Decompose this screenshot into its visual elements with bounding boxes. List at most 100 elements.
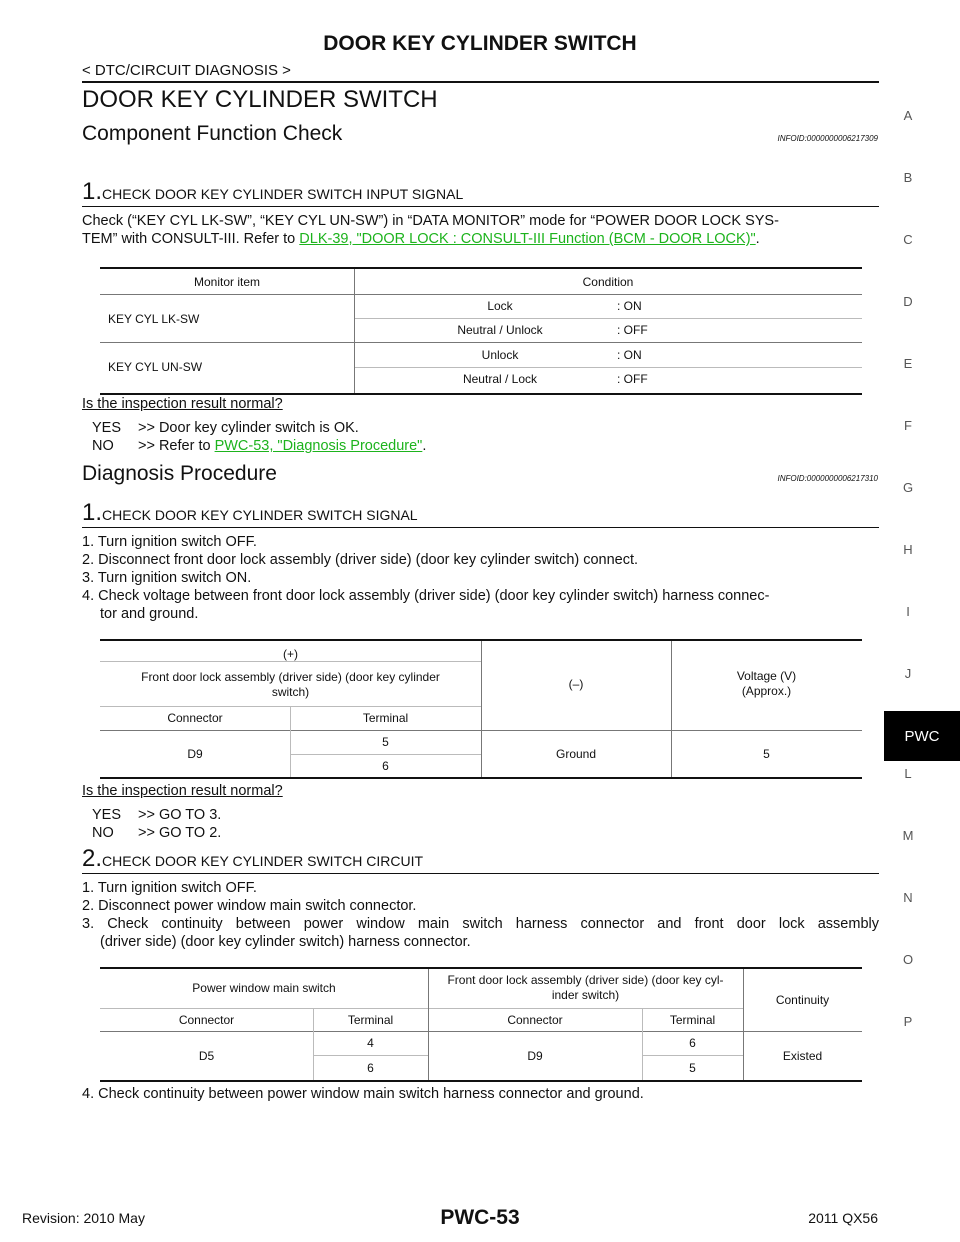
table-cell: KEY CYL UN-SW bbox=[108, 360, 203, 374]
table-rule bbox=[354, 269, 355, 393]
no-answer: NO >> GO TO 2. bbox=[92, 824, 221, 842]
table-header: Condition bbox=[582, 275, 634, 289]
answer-key: YES bbox=[92, 420, 122, 436]
page-header-title: DOOR KEY CYLINDER SWITCH bbox=[323, 32, 637, 55]
list-item: 2. Disconnect front door lock assembly (… bbox=[82, 552, 639, 568]
sidebar-letter-l[interactable]: L bbox=[904, 766, 912, 781]
table-cell: 6 bbox=[689, 1036, 696, 1050]
sidebar-letter-i[interactable]: I bbox=[906, 604, 910, 619]
footer-page-number: PWC-53 bbox=[440, 1206, 520, 1229]
header-line: Front door lock assembly (driver side) (… bbox=[447, 973, 724, 987]
sidebar-letter-c[interactable]: C bbox=[903, 232, 913, 247]
table-cell: : OFF bbox=[617, 323, 648, 337]
sidebar-letter-a[interactable]: A bbox=[903, 108, 913, 123]
list-item: 3. Check continuity between power window… bbox=[82, 916, 879, 932]
table-rule bbox=[743, 969, 744, 1080]
active-section-tab[interactable]: PWC bbox=[884, 711, 960, 761]
table-rule bbox=[100, 1080, 862, 1082]
list-item: 4. Check voltage between front door lock… bbox=[82, 588, 770, 604]
table-rule bbox=[642, 1008, 643, 1080]
table-header: Connector bbox=[178, 1013, 235, 1027]
table-header: Voltage (V) (Approx.) bbox=[671, 669, 862, 699]
table-rule bbox=[100, 342, 862, 343]
answer-key: YES bbox=[92, 807, 122, 823]
table-header: Terminal bbox=[362, 711, 409, 725]
answer-key: NO bbox=[92, 825, 114, 841]
table-cell: D5 bbox=[198, 1049, 215, 1063]
sidebar-letter-h[interactable]: H bbox=[903, 542, 913, 557]
footer-model: 2011 QX56 bbox=[808, 1210, 878, 1226]
sidebar-letter-d[interactable]: D bbox=[903, 294, 913, 309]
table-cell: Existed bbox=[782, 1049, 823, 1063]
sidebar-letter-e[interactable]: E bbox=[903, 356, 913, 371]
dp-infoid: INFOID:0000000006217310 bbox=[777, 474, 878, 483]
list-item: 1. Turn ignition switch OFF. bbox=[82, 880, 257, 896]
table-header: Connector bbox=[507, 1013, 563, 1027]
step-number: 2. bbox=[82, 845, 103, 872]
table-header: Terminal bbox=[669, 1013, 716, 1027]
table-cell: KEY CYL LK-SW bbox=[108, 312, 200, 326]
cfc-step1-text: Check (“KEY CYL LK-SW”, “KEY CYL UN-SW”)… bbox=[82, 212, 879, 248]
list-item: 2. Disconnect power window main switch c… bbox=[82, 898, 417, 914]
dp-step1-list: 1. Turn ignition switch OFF. 2. Disconne… bbox=[82, 533, 879, 623]
step-number: 1. bbox=[82, 178, 103, 205]
list-item: (driver side) (door key cylinder switch)… bbox=[100, 934, 471, 950]
cfc-step1-title: 1.CHECK DOOR KEY CYLINDER SWITCH INPUT S… bbox=[82, 178, 463, 206]
table-cell: 5 bbox=[689, 1061, 696, 1075]
table-header: (–) bbox=[568, 677, 584, 691]
answer-text: >> GO TO 2. bbox=[138, 825, 222, 841]
table-cell: 6 bbox=[367, 1061, 374, 1075]
no-answer: NO>> Refer to PWC-53, "Diagnosis Procedu… bbox=[92, 437, 426, 455]
cfc-infoid: INFOID:0000000006217309 bbox=[777, 134, 878, 143]
table-rule bbox=[100, 267, 862, 269]
table-rule bbox=[354, 318, 862, 319]
step-rule bbox=[82, 527, 879, 528]
table-cell: Unlock bbox=[481, 348, 519, 362]
header-line: inder switch) bbox=[551, 988, 620, 1002]
table-header: Power window main switch bbox=[192, 981, 336, 995]
step-number: 1. bbox=[82, 499, 103, 526]
sidebar-letter-b[interactable]: B bbox=[903, 170, 913, 185]
table-cell: 5 bbox=[763, 747, 770, 761]
cfc-answers: YES>> Door key cylinder switch is OK. NO… bbox=[92, 419, 426, 455]
header-rule bbox=[82, 81, 879, 83]
yes-answer: YES>> GO TO 3. bbox=[92, 806, 221, 824]
list-item: 1. Turn ignition switch OFF. bbox=[82, 534, 257, 550]
table-cell: : ON bbox=[617, 299, 642, 313]
step-title-text: CHECK DOOR KEY CYLINDER SWITCH CIRCUIT bbox=[102, 853, 424, 869]
table-rule bbox=[481, 641, 482, 777]
step-title-text: CHECK DOOR KEY CYLINDER SWITCH INPUT SIG… bbox=[102, 186, 464, 202]
dp-step2-title: 2.CHECK DOOR KEY CYLINDER SWITCH CIRCUIT bbox=[82, 845, 423, 873]
dp-step2-list: 1. Turn ignition switch OFF. 2. Disconne… bbox=[82, 879, 879, 951]
table-cell: 4 bbox=[367, 1036, 374, 1050]
sidebar-letter-j[interactable]: J bbox=[904, 666, 912, 681]
table-header: (+) bbox=[283, 647, 298, 661]
sidebar-letter-f[interactable]: F bbox=[904, 418, 912, 433]
table-rule bbox=[100, 294, 862, 295]
table-rule bbox=[100, 639, 862, 641]
dlk-39-link[interactable]: DLK-39, "DOOR LOCK : CONSULT-III Functio… bbox=[299, 231, 756, 247]
list-item: 3. Turn ignition switch ON. bbox=[82, 570, 252, 586]
sidebar-letter-p[interactable]: P bbox=[903, 1014, 913, 1029]
table-rule bbox=[100, 1008, 743, 1009]
table-rule bbox=[642, 1055, 743, 1056]
header-line: Front door lock assembly (driver side) (… bbox=[141, 670, 440, 684]
pwc-53-link[interactable]: PWC-53, "Diagnosis Procedure" bbox=[214, 438, 423, 454]
answer-key: NO bbox=[92, 438, 114, 454]
dp-heading: Diagnosis Procedure bbox=[82, 462, 277, 485]
table-rule bbox=[313, 1008, 314, 1080]
sidebar-letter-g[interactable]: G bbox=[902, 480, 914, 495]
table-header: Terminal bbox=[347, 1013, 394, 1027]
sidebar-letter-n[interactable]: N bbox=[903, 890, 913, 905]
table-cell: Neutral / Lock bbox=[462, 372, 538, 386]
sidebar-letter-o[interactable]: O bbox=[902, 952, 914, 967]
table-cell: 6 bbox=[382, 759, 389, 773]
list-item: tor and ground. bbox=[100, 606, 199, 622]
table-cell: Lock bbox=[487, 299, 513, 313]
step-rule bbox=[82, 873, 879, 874]
yes-answer: YES>> Door key cylinder switch is OK. bbox=[92, 419, 426, 437]
table-rule bbox=[100, 967, 862, 969]
sidebar-letter-m[interactable]: M bbox=[902, 828, 914, 843]
dp-question: Is the inspection result normal? bbox=[82, 783, 283, 799]
table-cell: Neutral / Unlock bbox=[457, 323, 543, 337]
